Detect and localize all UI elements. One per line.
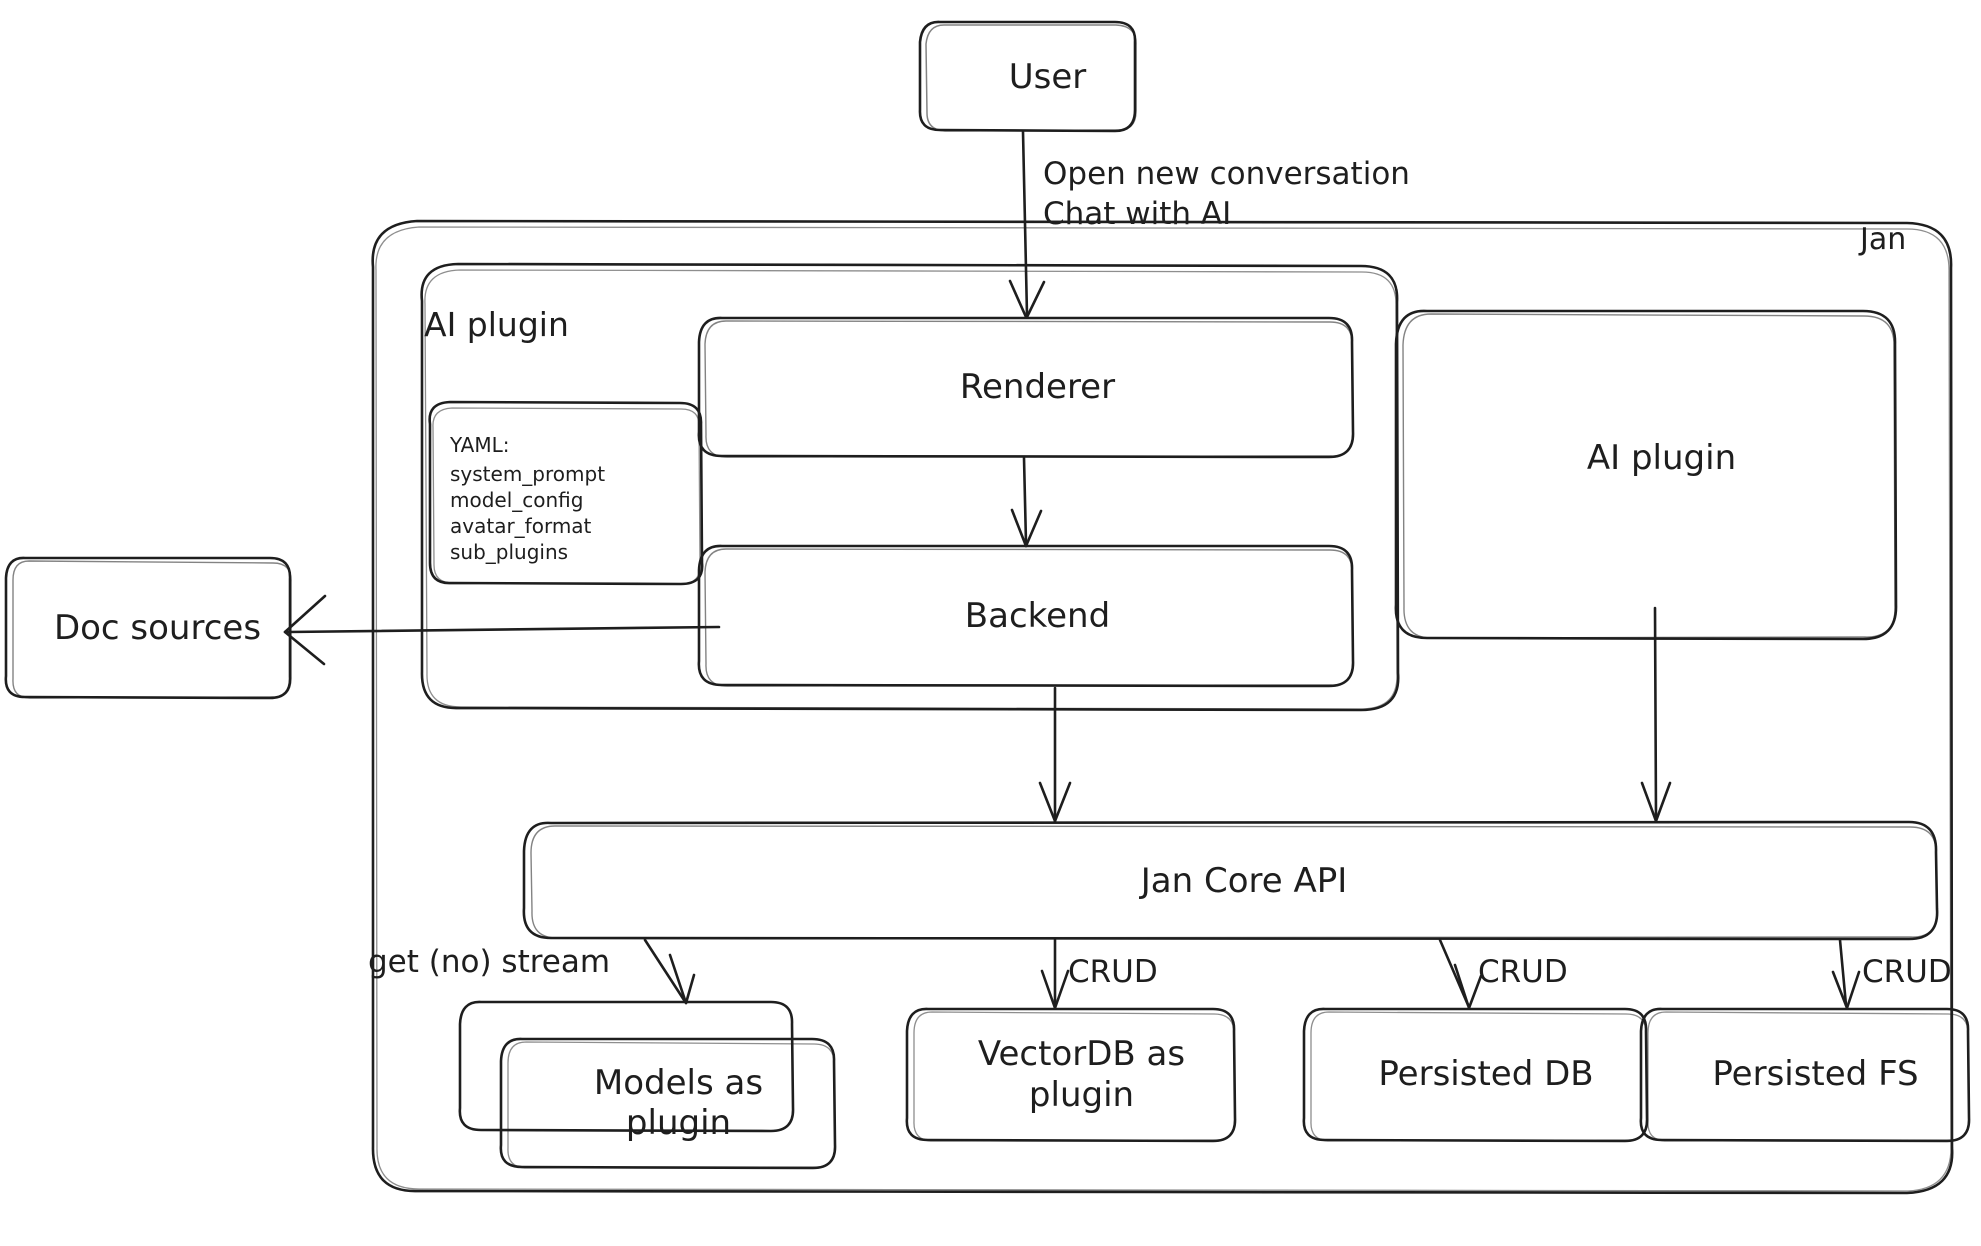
- yaml-key-model-config: model_config: [450, 488, 584, 512]
- yaml-key-avatar-format: avatar_format: [450, 514, 592, 538]
- node-user-shape[interactable]: [918, 20, 1137, 133]
- edge-core-to-models-arrow: [643, 938, 696, 1005]
- edge-label-core-to-persisted-fs: CRUD: [1862, 954, 1952, 990]
- edge-core-to-persisted-db-arrow: [1438, 938, 1483, 1010]
- edge-backend-to-doc-sources-arrow: [283, 594, 721, 666]
- node-models-plugin-shape[interactable]: [458, 1000, 837, 1170]
- node-persisted-db-shape[interactable]: [1302, 1007, 1649, 1143]
- container-jan-shape: [371, 219, 1954, 1195]
- node-doc-sources-shape[interactable]: [4, 556, 292, 700]
- yaml-card-shape: [428, 400, 704, 586]
- edge-label-core-to-vectordb: CRUD: [1068, 954, 1158, 990]
- edge-user-to-renderer-arrow: [1008, 130, 1046, 319]
- edge-label-core-to-models: get (no) stream: [368, 944, 611, 980]
- node-vectordb-plugin-shape[interactable]: [905, 1007, 1237, 1143]
- edge-backend-to-core-arrow: [1038, 686, 1072, 823]
- yaml-key-system-prompt: system_prompt: [450, 462, 606, 486]
- node-ai-plugin-right-shape[interactable]: [1394, 309, 1898, 641]
- edge-core-to-vectordb-arrow: [1040, 938, 1070, 1010]
- node-jan-core-api-shape[interactable]: [522, 820, 1939, 941]
- node-renderer-shape[interactable]: [697, 316, 1355, 459]
- container-ai-plugin-group-label: AI plugin: [424, 305, 569, 344]
- yaml-card-title: YAML:: [450, 433, 510, 457]
- container-jan-label: Jan: [1860, 222, 1907, 257]
- edge-renderer-to-backend-arrow: [1010, 456, 1043, 548]
- edge-label-core-to-persisted-db: CRUD: [1478, 954, 1568, 990]
- container-ai-plugin-group-shape: [420, 262, 1400, 712]
- edge-label-user-to-renderer: Open new conversation Chat with AI: [1043, 156, 1410, 232]
- node-backend-shape[interactable]: [697, 544, 1355, 688]
- edge-core-to-persisted-fs-arrow: [1831, 938, 1861, 1010]
- node-persisted-fs-shape[interactable]: [1639, 1007, 1971, 1143]
- edge-aiplugin-to-core-arrow: [1640, 606, 1672, 823]
- yaml-key-sub-plugins: sub_plugins: [450, 540, 569, 564]
